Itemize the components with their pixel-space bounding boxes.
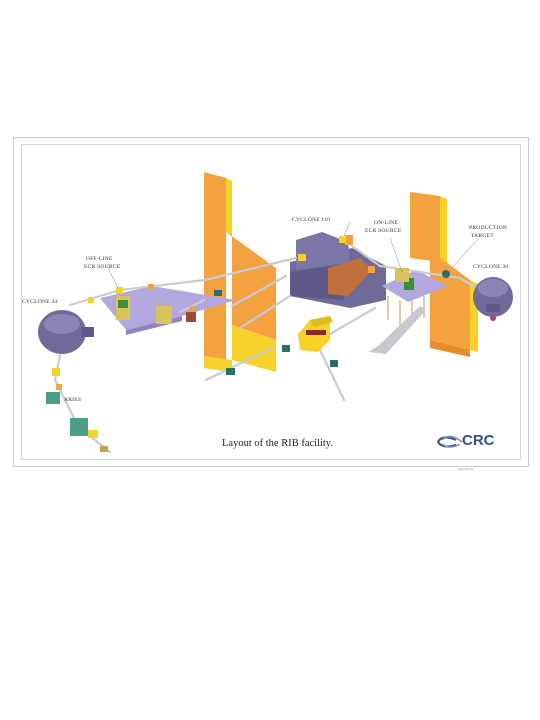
crc-logo-text: CRC	[462, 432, 495, 449]
label-off-line-2: ECR SOURCE	[84, 264, 121, 270]
aries-station	[46, 392, 108, 452]
label-off-line-1: OFF-LINE	[86, 256, 113, 262]
on-line-ecr-source	[395, 268, 450, 282]
label-on-line-1: ON-LINE	[374, 220, 398, 226]
analysis-magnet	[298, 316, 333, 352]
label-cyclone-44: CYCLONE 44	[22, 299, 57, 305]
label-production-2: TARGET	[471, 233, 494, 239]
image-credit: www.crc.be	[458, 467, 474, 471]
left-shielding-wall	[204, 172, 276, 372]
right-platform	[368, 270, 448, 354]
crc-logo: CRC	[436, 432, 495, 449]
label-on-line-2: ECR SOURCE	[365, 228, 402, 234]
crc-logo-icon	[436, 435, 463, 448]
label-cyclone-30: CYCLONE 30	[473, 264, 508, 270]
cyclone-110	[290, 232, 386, 308]
cyclone-44	[38, 310, 94, 354]
label-leaders	[107, 221, 479, 289]
figure-caption: Layout of the RIB facility.	[222, 438, 333, 449]
label-production-1: PRODUCTION	[469, 225, 507, 231]
beamline-elements	[52, 236, 375, 390]
off-line-ecr-source	[116, 296, 196, 324]
label-cyclone-110: CYCLONE 110	[292, 217, 330, 223]
cyclone-30	[473, 277, 513, 321]
label-aries: ARIES	[64, 397, 81, 403]
figure-inner-border	[21, 144, 521, 460]
